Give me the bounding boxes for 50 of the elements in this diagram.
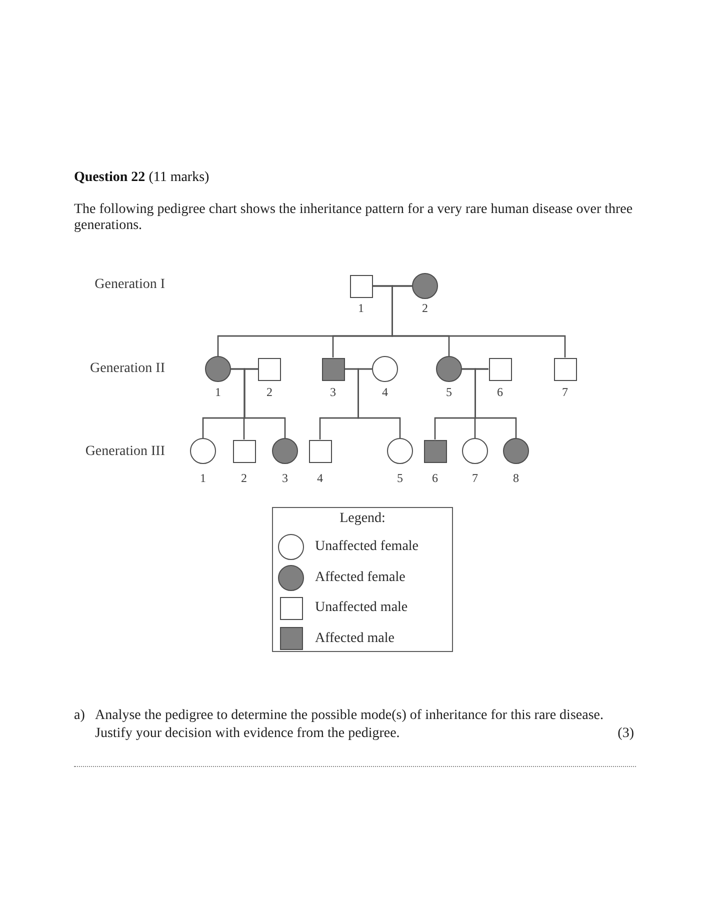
legend-label: Affected male xyxy=(315,630,394,647)
generation-label: Generation II xyxy=(90,361,165,377)
descent-line xyxy=(474,368,517,438)
individual-number: 4 xyxy=(382,385,388,399)
affected-female-symbol xyxy=(436,356,462,382)
individual-number: 1 xyxy=(215,385,221,399)
legend-label: Unaffected male xyxy=(315,600,408,616)
female-symbol xyxy=(372,356,398,382)
affected-female-symbol xyxy=(503,438,529,464)
male-symbol xyxy=(554,358,576,380)
individual-number: 4 xyxy=(317,471,323,485)
individual-number: 3 xyxy=(282,471,288,485)
male-symbol xyxy=(488,358,512,380)
individual-number: 6 xyxy=(497,385,503,399)
male-symbol xyxy=(258,358,281,380)
affected-female-symbol xyxy=(272,438,298,464)
female-symbol xyxy=(462,438,488,464)
question-text: Analyse the pedigree to determine the possible mode(s) of inheritance for this rare disease. Justify your decision with evidence from the pedigree. xyxy=(95,707,604,743)
individual-number: 2 xyxy=(266,385,272,399)
generation-label: Generation I xyxy=(94,277,165,293)
legend-title: Legend: xyxy=(340,511,386,527)
female-symbol xyxy=(387,438,413,464)
individual-number: 5 xyxy=(446,385,452,399)
individual-number: 8 xyxy=(513,471,519,485)
generation-label: Generation III xyxy=(85,444,165,460)
legend-label: Affected female xyxy=(315,570,406,586)
individual-number: 7 xyxy=(562,385,568,399)
individual-number: 2 xyxy=(241,471,247,485)
individual-number: 3 xyxy=(330,385,336,399)
descent-line xyxy=(244,368,286,438)
individual-number: 7 xyxy=(472,471,478,485)
marks-label: (3) xyxy=(618,725,634,743)
individual-number: 5 xyxy=(397,471,403,485)
female-symbol xyxy=(190,438,216,464)
affected-female-symbol xyxy=(412,273,438,299)
individual-number: 6 xyxy=(432,471,438,485)
legend-label: Unaffected female xyxy=(315,539,419,556)
male-symbol xyxy=(350,274,372,298)
affected-male-symbol xyxy=(424,440,446,462)
descent-line xyxy=(358,368,401,438)
individual-number: 1 xyxy=(200,471,206,485)
affected-male-symbol xyxy=(322,358,344,380)
affected-female-symbol xyxy=(205,356,231,382)
male-symbol xyxy=(308,440,332,462)
intro-paragraph: The following pedigree chart shows the inheritance pattern for a very rare human disease over three generations. xyxy=(74,202,634,234)
individual-number: 2 xyxy=(422,301,428,315)
question-part-label: a) xyxy=(74,707,85,725)
male-symbol xyxy=(232,440,256,462)
individual-number: 1 xyxy=(358,301,364,315)
question-title: Question 22 (11 marks) xyxy=(74,169,210,187)
